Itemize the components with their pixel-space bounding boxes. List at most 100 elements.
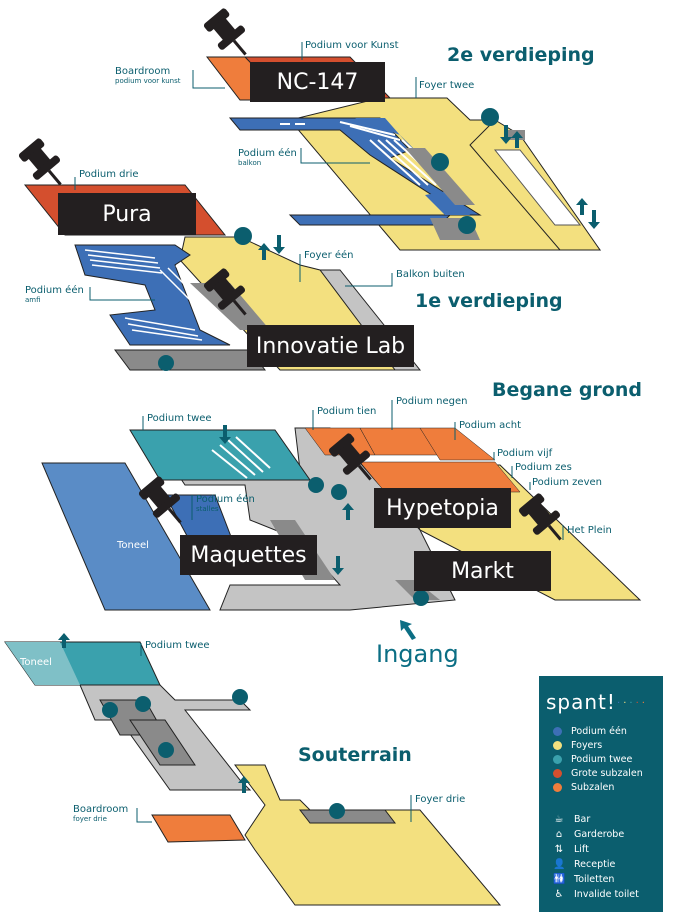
legend-label: Bar [574, 814, 591, 825]
legend-label: Podium twee [571, 754, 633, 765]
coffee-cup-icon: ☕ [554, 814, 564, 825]
legend-label: Grote subzalen [571, 768, 643, 779]
entrance-label: Ingang [376, 640, 459, 668]
lift-icon: ⇅ [554, 844, 564, 855]
label-podium-twee-ground: Podium twee [147, 413, 212, 424]
pushpin-icon [203, 268, 247, 316]
legend-item-toiletten: 🚻Toiletten [553, 874, 614, 885]
floor-title-second: 2e verdieping [447, 44, 595, 66]
legend-item-bar: ☕ Bar [553, 814, 591, 825]
room-tag-hypetopia[interactable]: Hypetopia [374, 488, 511, 528]
label-het-plein: Het Plein [567, 525, 612, 536]
bar-icon [329, 803, 345, 819]
label-name: Boardroom [73, 804, 129, 815]
legend-label: Receptie [574, 859, 616, 870]
hanger-icon [158, 742, 174, 758]
toilets-icon [158, 355, 174, 371]
legend-item-grote-subzalen: Grote subzalen [553, 768, 643, 779]
label-sub: amfi [25, 296, 41, 304]
area-toneel-ground[interactable] [41, 462, 211, 611]
toilets-icon [102, 702, 118, 718]
leader-lines [74, 42, 564, 823]
label-podium-tien: Podium tien [317, 406, 377, 417]
pushpin-icon [328, 433, 372, 481]
label-foyer-twee: Foyer twee [419, 80, 475, 91]
label-podium-zes: Podium zes [515, 462, 572, 473]
pushpin-icon [518, 493, 562, 541]
entrance-arrow-icon [400, 620, 416, 640]
area-toneel-basement[interactable] [5, 642, 80, 685]
room-tag-maquettes[interactable]: Maquettes [180, 535, 317, 575]
swatch-podium-twee [553, 755, 562, 764]
legend-label: Lift [574, 844, 589, 855]
stairs-up-arrow-icon [238, 776, 250, 793]
pushpin-icon [203, 8, 247, 56]
stairs-down-arrow-icon [219, 425, 231, 444]
lift-icon [232, 689, 248, 705]
room-tag-innovatie-lab[interactable]: Innovatie Lab [247, 325, 414, 367]
label-podium-drie: Podium drie [79, 169, 139, 180]
floor-title-ground: Begane grond [492, 379, 642, 401]
label-name: Podium één [25, 285, 84, 296]
area-boardroom-foyer-drie[interactable] [151, 814, 246, 843]
legend-item-podium-twee: Podium twee [553, 754, 632, 765]
room-tag-pura[interactable]: Pura [58, 193, 196, 235]
label-balkon-buiten: Balkon buiten [396, 269, 465, 280]
pushpin-icons [18, 8, 562, 541]
floor-title-basement: Souterrain [298, 744, 412, 766]
wheelchair-icon [308, 477, 324, 493]
swatch-grote-subzalen [553, 769, 562, 778]
toilets-icon: 🚻 [553, 874, 566, 885]
label-toneel-ground: Toneel [117, 540, 149, 551]
area-podium-een-amfi[interactable] [74, 244, 231, 346]
label-podium-negen: Podium negen [396, 396, 468, 407]
stairs-down-arrow-icon [332, 556, 344, 575]
hanger-icon: ⌂ [555, 829, 563, 840]
wheelchair-icon: ♿ [554, 889, 564, 900]
stairs-up-arrow-icon [258, 243, 270, 260]
stairs-up-arrow-icon [58, 633, 70, 648]
label-podium-zeven: Podium zeven [532, 477, 602, 488]
wheelchair-icon [135, 696, 151, 712]
pushpin-icon [18, 138, 62, 186]
area-podium-vijf-zes[interactable] [359, 461, 521, 493]
lift-icon [331, 484, 347, 500]
reception-icon [413, 590, 429, 606]
pushpin-icon [138, 476, 182, 524]
stairs-up-arrow-icon [511, 131, 523, 148]
label-name: Podium één [238, 148, 297, 159]
stairs-down-arrow-icon [273, 235, 285, 254]
swatch-subzalen [553, 783, 562, 792]
floor-title-first: 1e verdieping [415, 290, 563, 312]
label-sub: foyer drie [73, 815, 107, 823]
label-sub: podium voor kunst [115, 77, 181, 85]
toilets-icon [458, 216, 476, 234]
area-podium-acht[interactable] [419, 427, 496, 461]
legend-item-receptie: 👤 Receptie [553, 859, 615, 870]
swatch-podium-een [553, 727, 562, 736]
room-tag-markt[interactable]: Markt [414, 551, 551, 591]
reception-icon: 👤 [553, 859, 566, 870]
area-foyer-drie[interactable] [234, 764, 502, 906]
lift-icon [481, 108, 499, 126]
stairs-up-arrow-icon [342, 503, 354, 520]
label-sub: stalles [196, 505, 219, 513]
label-podium-voor-kunst: Podium voor Kunst [305, 40, 399, 51]
label-name: Boardroom [115, 66, 171, 77]
legend-label: Invalide toilet [574, 889, 639, 900]
legend-label: Podium één [571, 726, 627, 737]
legend-item-subzalen: Subzalen [553, 782, 614, 793]
label-podium-twee-basement: Podium twee [145, 640, 210, 651]
room-tag-nc-147[interactable]: NC-147 [250, 62, 385, 102]
label-foyer-drie: Foyer drie [415, 794, 466, 805]
label-toneel-basement: Toneel [20, 657, 52, 668]
stairs-down-arrow-icon [500, 125, 512, 144]
legend-item-foyers: Foyers [553, 740, 602, 751]
legend-label: Garderobe [574, 829, 625, 840]
legend-label: Subzalen [571, 782, 615, 793]
